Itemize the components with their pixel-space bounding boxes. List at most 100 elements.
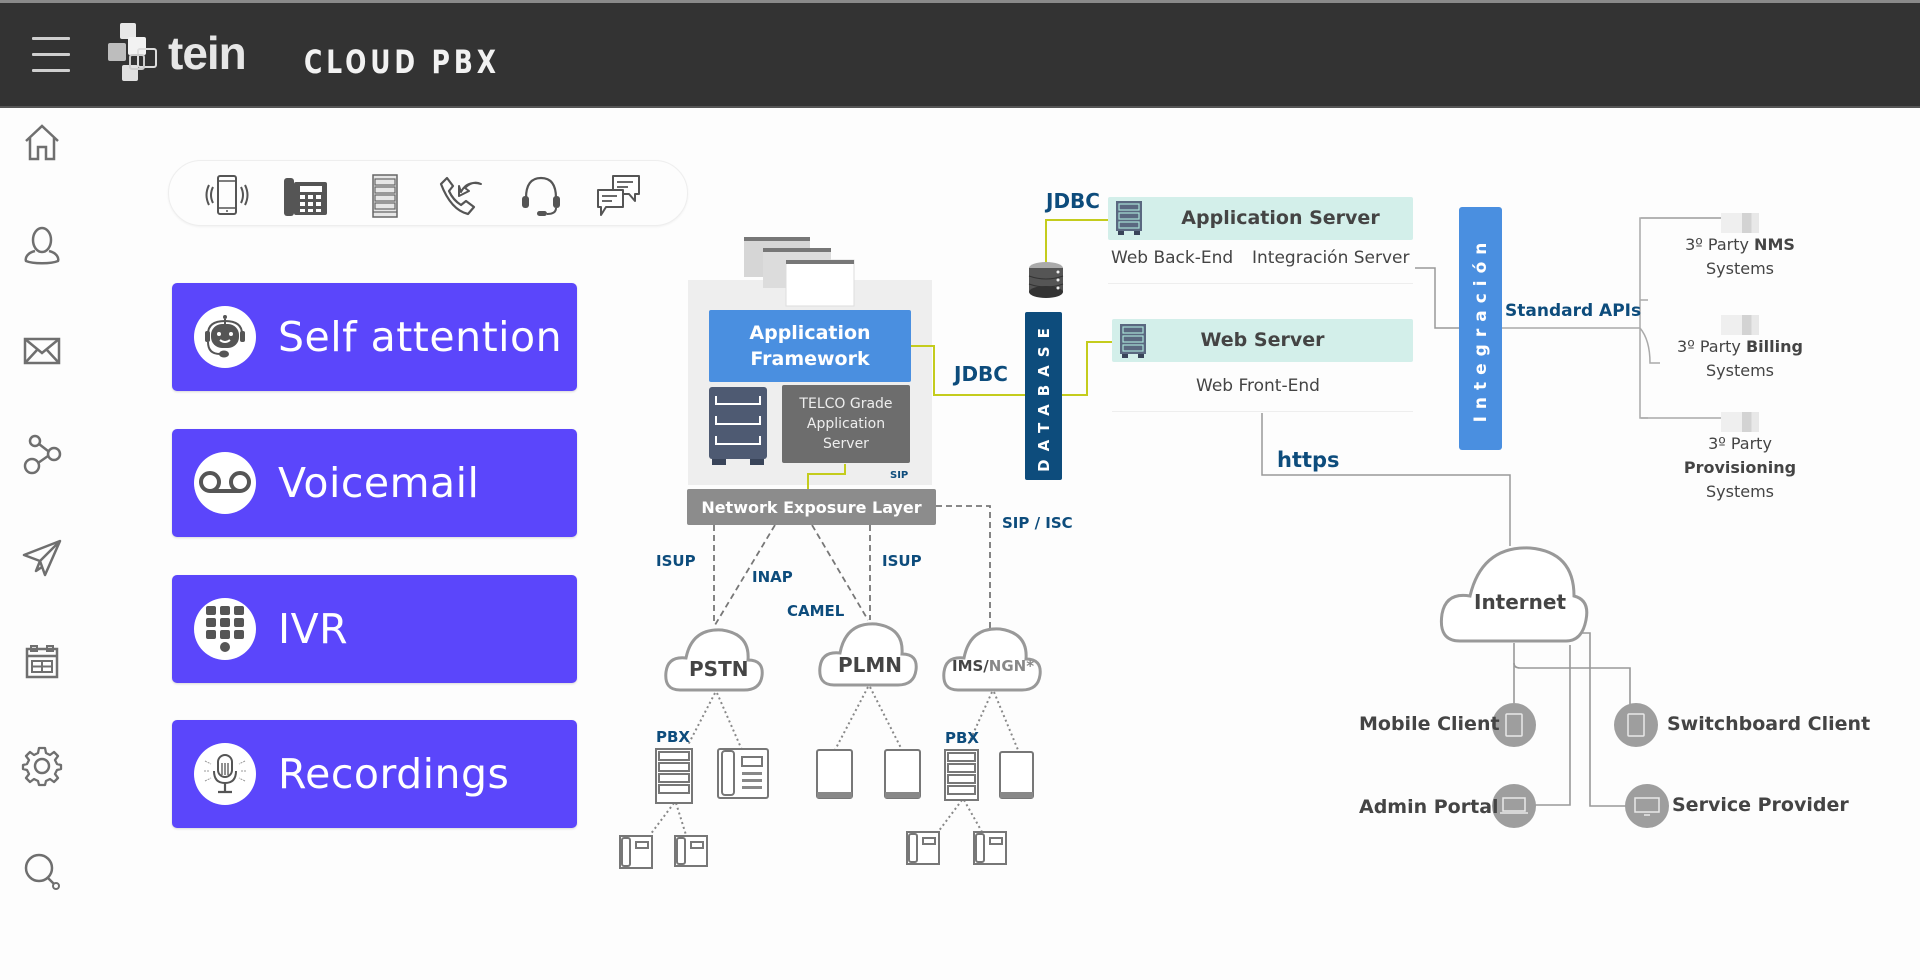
- provisioning-line3: Systems: [1706, 482, 1774, 501]
- server-stack-feet: [712, 459, 764, 465]
- feature-icon-circle: [194, 306, 256, 368]
- admin-portal-label[interactable]: Admin Portal: [1359, 796, 1499, 818]
- toolbar-callforward-button[interactable]: [437, 174, 485, 218]
- telco-line2: Application: [806, 416, 886, 432]
- database-cylinder-icon: [1028, 262, 1064, 298]
- voicemail-icon: [199, 471, 251, 493]
- nms-line1: 3º Party NMS: [1680, 233, 1800, 257]
- ims-label: IMS/NGN*: [952, 657, 1034, 675]
- network-exposure-layer-box[interactable]: Network Exposure Layer: [687, 489, 936, 525]
- hamburger-line: [32, 37, 70, 40]
- search-icon: [24, 853, 60, 890]
- integracion-bar[interactable]: Integración: [1459, 207, 1502, 450]
- calendar-icon: [25, 645, 59, 679]
- feature-label: Voicemail: [278, 459, 480, 507]
- ivr-button[interactable]: IVR: [172, 575, 577, 683]
- telco-line1: TELCO Grade: [799, 396, 893, 412]
- camel-label: CAMEL: [787, 602, 845, 620]
- toolbar-server-button[interactable]: [361, 174, 409, 218]
- switchboard-client-label[interactable]: Switchboard Client: [1667, 713, 1871, 735]
- desk-phone-icon: [674, 835, 708, 867]
- web-server-box[interactable]: Web Server: [1112, 319, 1413, 362]
- hamburger-menu-button[interactable]: [32, 37, 70, 75]
- pbx-server-icon: [655, 748, 693, 804]
- desk-phone-icon: [973, 831, 1007, 865]
- sidebar-item-mail[interactable]: [18, 326, 66, 374]
- telco-app-server-box[interactable]: TELCO Grade Application Server: [782, 385, 910, 463]
- jdbc-label-left: JDBC: [954, 362, 1008, 386]
- ngn-text: NGN*: [988, 657, 1035, 675]
- gear-icon: [21, 746, 63, 787]
- toolbar-headset-button[interactable]: [517, 174, 565, 218]
- sidebar-item-network[interactable]: [18, 430, 66, 478]
- toolbar-mobile-button[interactable]: [203, 174, 251, 218]
- server-icon: [1116, 201, 1142, 235]
- home-icon: [25, 124, 59, 161]
- server-rack-icon: [372, 174, 398, 218]
- provisioning-line1: 3º Party: [1708, 434, 1772, 453]
- database-bar[interactable]: DATABASE: [1025, 312, 1062, 480]
- call-forward-icon: [439, 176, 482, 216]
- server-icon: [1120, 324, 1146, 358]
- top-bar: tein CLOUD PBX: [0, 0, 1920, 108]
- user-icon: [24, 226, 60, 265]
- logo[interactable]: tein: [108, 21, 247, 85]
- mobile-ringing-icon: [205, 175, 249, 215]
- tablet-icon: [1505, 713, 1523, 737]
- feature-icon-circle: [194, 598, 256, 660]
- tein-logo-icon: [108, 23, 157, 81]
- sip-isc-label: SIP / ISC: [1002, 514, 1073, 532]
- service-provider-label[interactable]: Service Provider: [1672, 794, 1849, 816]
- mobile-client-label[interactable]: Mobile Client: [1359, 713, 1500, 735]
- sidebar-item-search[interactable]: [18, 848, 66, 896]
- telco-line3: Server: [823, 436, 869, 452]
- sip-label: SIP: [890, 470, 909, 481]
- feature-icon-circle: [194, 452, 256, 514]
- recordings-button[interactable]: Recordings: [172, 720, 577, 828]
- third-party-nms[interactable]: 3º Party NMS Systems: [1680, 213, 1800, 281]
- desk-phone-icon: [619, 835, 653, 869]
- divider: [1108, 283, 1413, 284]
- robot-agent-icon: [205, 315, 245, 358]
- third-party-billing[interactable]: 3º Party Billing Systems: [1670, 315, 1810, 383]
- feature-icon-circle: [194, 743, 256, 805]
- quick-icon-toolbar: [168, 160, 688, 226]
- toolbar-deskphone-button[interactable]: [282, 174, 330, 218]
- nms-prefix: 3º Party: [1685, 235, 1755, 254]
- app-framework-line1: Application: [749, 322, 871, 344]
- system-thumbnail-icon: [1721, 213, 1759, 233]
- laptop-icon: [1502, 797, 1526, 812]
- third-party-provisioning[interactable]: 3º Party Provisioning Systems: [1680, 412, 1800, 504]
- sidebar-item-profile[interactable]: [18, 222, 66, 270]
- internet-cloud: [1439, 546, 1589, 643]
- pbx-server-icon: [944, 749, 979, 801]
- logo-text: tein: [168, 27, 247, 79]
- keypad-icon: [206, 606, 244, 652]
- sidebar-item-calendar[interactable]: [18, 638, 66, 686]
- sidebar-item-home[interactable]: [18, 118, 66, 166]
- https-label: https: [1277, 448, 1340, 472]
- voicemail-button[interactable]: Voicemail: [172, 429, 577, 537]
- feature-label: IVR: [278, 605, 349, 653]
- pstn-label: PSTN: [689, 657, 749, 681]
- application-server-box[interactable]: Application Server: [1108, 197, 1413, 240]
- app-framework-line2: Framework: [750, 348, 870, 370]
- self-attention-button[interactable]: Self attention: [172, 283, 577, 391]
- sidebar-item-send[interactable]: [18, 534, 66, 582]
- toolbar-chat-button[interactable]: [595, 174, 643, 218]
- ims-cloud: [942, 627, 1042, 692]
- tablet-icon: [999, 751, 1034, 799]
- desk-phone-icon: [906, 831, 940, 865]
- billing-line2: Systems: [1706, 361, 1774, 380]
- switchboard-client-circle: [1614, 703, 1658, 747]
- sidebar-item-settings[interactable]: [18, 742, 66, 790]
- standard-apis-label: Standard APIs: [1505, 301, 1642, 321]
- application-framework-box[interactable]: Application Framework: [709, 310, 911, 382]
- tablet-icon: [1627, 713, 1645, 737]
- web-backend-label: Web Back-End: [1111, 248, 1234, 268]
- billing-prefix: 3º Party: [1677, 337, 1746, 356]
- isup-right-label: ISUP: [882, 552, 922, 570]
- plmn-label: PLMN: [838, 653, 903, 677]
